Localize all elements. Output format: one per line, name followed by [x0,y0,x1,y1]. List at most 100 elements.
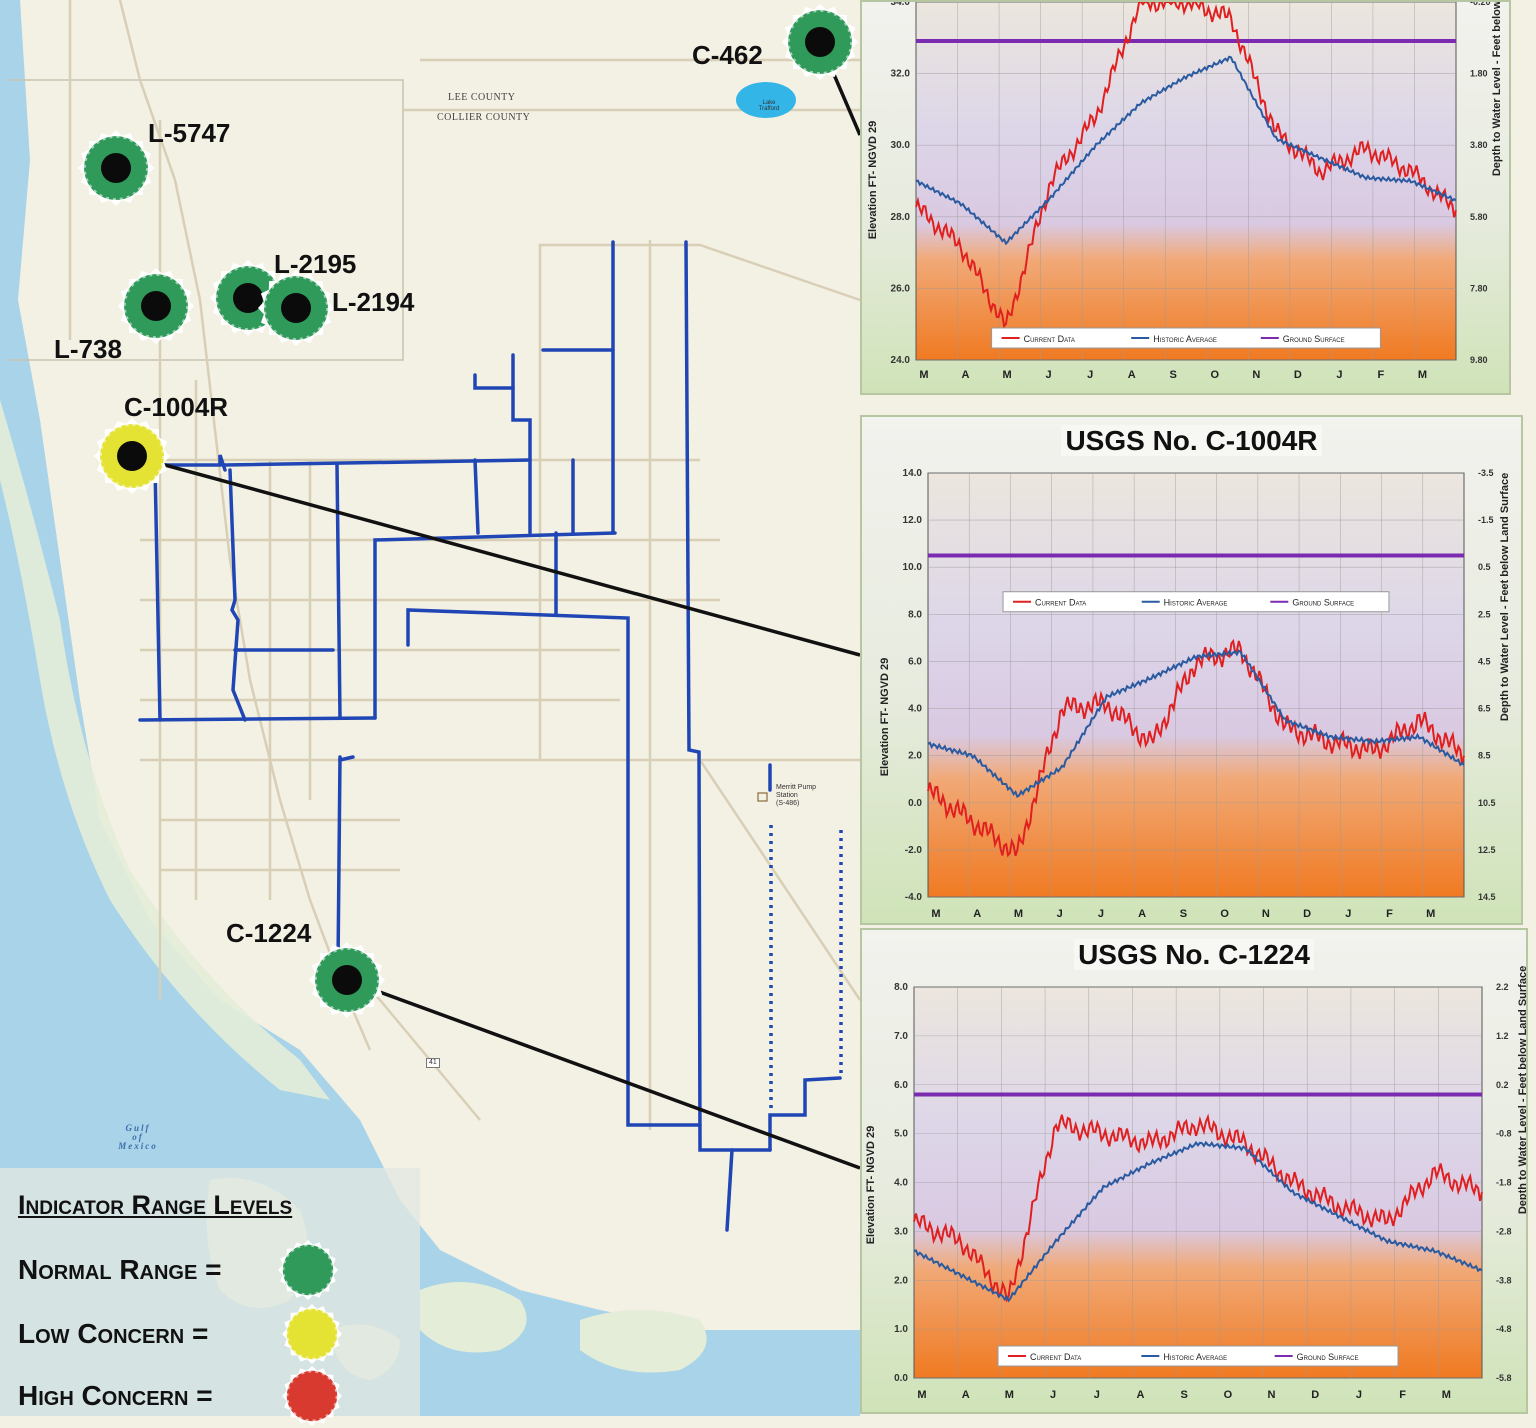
y2-tick-label: 0.2 [1496,1080,1509,1090]
y-tick-label: 2.0 [894,1275,908,1286]
y2-tick-label: 6.5 [1478,704,1491,714]
x-tick-label: J [1087,369,1093,381]
y-tick-label: 30.0 [891,140,911,151]
y-tick-label: 1.0 [894,1324,908,1335]
legend-normal-label: Normal Range = [18,1254,222,1285]
x-tick-label: J [1098,908,1104,920]
lake-trafford [736,82,796,118]
x-tick-label: M [1014,908,1023,920]
x-tick-label: J [1345,908,1351,920]
county-label-collier: COLLIER COUNTY [437,112,531,123]
y-tick-label: -4.0 [905,892,923,903]
well-marker-l2194[interactable] [258,270,334,346]
legend-badge-high[interactable] [282,1366,342,1426]
series-line-historic-average [913,1140,1483,1303]
legend-entry: Current Data [1035,598,1086,608]
y2-tick-label: -4.8 [1496,1324,1512,1334]
x-tick-label: J [1336,369,1342,381]
legend-entry: Historic Average [1153,334,1217,344]
well-label-c1224[interactable]: C-1224 [226,918,312,948]
hydrograph-c462: 24.026.028.030.032.034.09.807.805.803.80… [867,2,1503,381]
y-tick-label: 4.0 [894,1178,908,1189]
well-label-l2194[interactable]: L-2194 [332,287,415,317]
x-tick-label: M [917,1389,926,1401]
x-tick-label: M [931,908,940,920]
y-tick-label: 5.0 [894,1129,908,1140]
x-tick-label: N [1252,369,1260,381]
y2-tick-label: 8.5 [1478,751,1491,761]
well-label-l5747[interactable]: L-5747 [148,118,231,148]
well-marker-c1004r[interactable] [94,418,170,494]
well-marker-l738[interactable] [118,268,194,344]
x-tick-label: M [1426,908,1435,920]
well-marker-c462[interactable] [782,4,858,80]
x-tick-label: J [1046,369,1052,381]
y2-tick-label: 9.80 [1470,355,1488,365]
y2-tick-label: 14.5 [1478,892,1496,902]
series-line-historic-average [915,55,1457,246]
x-tick-label: M [1005,1389,1014,1401]
y2-tick-label: -0.20 [1470,2,1491,7]
y-tick-label: -2.0 [905,845,923,856]
y-tick-label: 10.0 [903,562,923,573]
legend-entry: Ground Surface [1292,598,1354,608]
legend-high-label: High Concern = [18,1380,213,1411]
well-label-c462[interactable]: C-462 [692,40,763,70]
x-tick-label: F [1399,1389,1406,1401]
x-tick-label: S [1180,1389,1187,1401]
y2-tick-label: 1.80 [1470,69,1488,79]
hydrograph-c1004r: -4.0-2.00.02.04.06.08.010.012.014.014.51… [879,468,1511,920]
y-tick-label: 0.0 [894,1373,908,1384]
x-tick-label: A [1136,1389,1144,1401]
county-label-lee: LEE COUNTY [448,92,516,103]
x-tick-label: S [1170,369,1177,381]
gulf-label: Gulf of Mexico [118,1123,158,1151]
y2-tick-label: 2.2 [1496,982,1509,992]
plot-area [927,472,1465,898]
lake-label: Lake Trafford [758,100,780,112]
y2-tick-label: 1.2 [1496,1031,1509,1041]
chart-title: USGS No. C-1004R [862,425,1521,457]
pump-station-label: Merritt Pump Station (S-486) [776,784,817,807]
x-tick-label: D [1311,1389,1319,1401]
indicator-legend: Indicator Range Levels Normal Range = Lo… [0,1168,420,1426]
y-tick-label: 6.0 [908,656,922,667]
well-label-l738[interactable]: L-738 [54,334,122,364]
y2-tick-label: -2.8 [1496,1226,1512,1236]
y-tick-label: 0.0 [908,798,922,809]
y-axis-title: Elevation FT- NGVD 29 [879,658,891,777]
y-tick-label: 6.0 [894,1080,908,1091]
legend-badge-low[interactable] [282,1304,342,1364]
y-tick-label: 32.0 [891,69,911,80]
y2-tick-label: 12.5 [1478,845,1496,855]
well-label-c1004r[interactable]: C-1004R [124,392,229,422]
x-tick-label: M [1002,369,1011,381]
y-tick-label: 28.0 [891,212,911,223]
well-marker-c1224[interactable] [309,942,385,1018]
x-tick-label: M [1418,369,1427,381]
y-tick-label: 7.0 [894,1031,908,1042]
leader-line-c1224 [346,978,861,1170]
leader-line-c1004r [131,454,861,657]
y-tick-label: 3.0 [894,1226,908,1237]
y2-tick-label: -0.8 [1496,1129,1512,1139]
y-axis-title: Elevation FT- NGVD 29 [867,121,879,240]
chart-title: USGS No. C-1224 [862,939,1526,971]
x-tick-label: S [1180,908,1187,920]
series-line-historic-average [927,649,1465,799]
x-tick-label: D [1303,908,1311,920]
y-tick-label: 4.0 [908,704,922,715]
legend-badge-normal[interactable] [278,1240,338,1300]
y2-tick-label: -1.8 [1496,1178,1512,1188]
y2-tick-label: 7.80 [1470,283,1488,293]
well-label-l2195[interactable]: L-2195 [274,249,357,279]
well-marker-l5747[interactable] [78,130,154,206]
y-tick-label: 14.0 [903,468,923,479]
y2-tick-label: -1.5 [1478,515,1494,525]
legend-title: Indicator Range Levels [18,1190,293,1220]
x-tick-label: F [1378,369,1385,381]
